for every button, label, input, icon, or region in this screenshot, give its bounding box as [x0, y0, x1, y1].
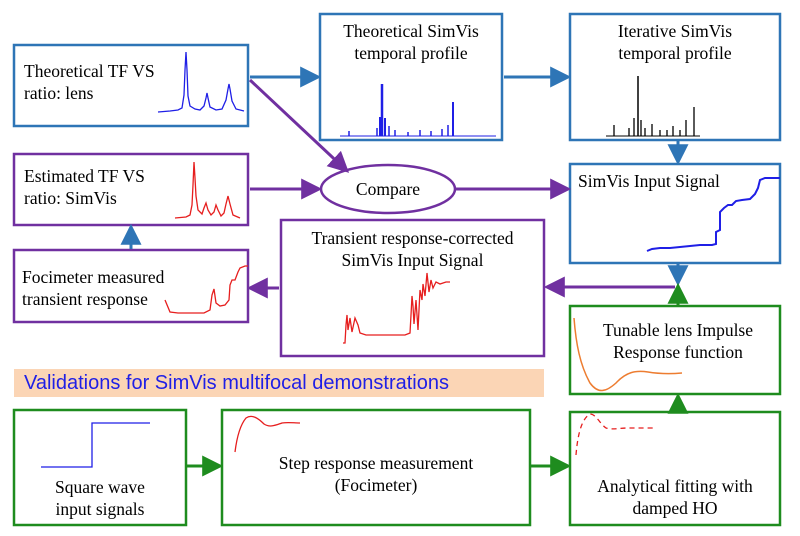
plot-step-response — [234, 415, 301, 453]
label-iterative-temporal: Iterative SimVis temporal profile — [617, 21, 733, 63]
plot-square-wave — [41, 422, 150, 468]
plot-estimated-tf — [174, 161, 241, 219]
box-theoretical-tf — [12, 43, 250, 128]
label-estimated-tf: Estimated TF VS ratio: SimVis — [24, 166, 145, 208]
plot-focimeter-transient — [164, 265, 248, 314]
box-square-wave — [12, 408, 188, 527]
arrow-theo-tf-to-compare — [248, 78, 350, 173]
label-transient-corrected: Transient response-corrected SimVis Inpu… — [311, 228, 514, 270]
plot-transient-corrected — [343, 272, 450, 344]
label-impulse-response: Tunable lens Impulse Response function — [602, 320, 754, 362]
plot-simvis-input — [646, 177, 780, 252]
label-theoretical-tf: Theoretical TF VS ratio: lens — [24, 61, 155, 103]
label-simvis-input: SimVis Input Signal — [578, 171, 720, 191]
plot-impulse-response — [573, 317, 683, 392]
label-theoretical-temporal: Theoretical SimVis temporal profile — [343, 21, 479, 63]
plot-iterative-temporal — [606, 76, 700, 137]
plot-theoretical-tf — [157, 51, 245, 113]
plot-analytical-fitting — [575, 413, 656, 456]
label-analytical-fitting: Analytical fitting with damped HO — [597, 476, 753, 518]
plot-theoretical-temporal — [340, 84, 496, 137]
label-compare: Compare — [355, 179, 421, 199]
validation-banner: Validations for SimVis multifocal demons… — [14, 369, 544, 397]
label-step-response: Step response measurement (Focimeter) — [278, 453, 474, 495]
label-focimeter-transient: Focimeter measured transient response — [22, 267, 165, 309]
label-square-wave: Square wave input signals — [55, 477, 145, 519]
